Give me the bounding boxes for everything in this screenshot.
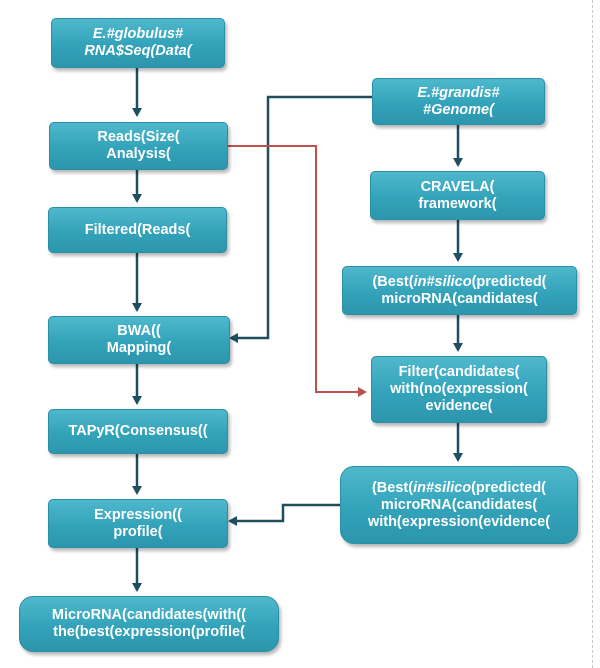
- best-expr-line3: with(expression(evidence(: [367, 513, 551, 530]
- expression-line2: profile(: [113, 523, 163, 540]
- rnaseq-line1: E.#globulus#: [92, 26, 184, 42]
- filter-line2: with(no(expression(: [390, 381, 528, 397]
- cravela-line1: CRAVELA(: [420, 178, 495, 195]
- arrow-reads-to-filter: [228, 145, 367, 397]
- filtered-reads-box: Filtered(Reads(: [48, 207, 227, 253]
- final-line1: MicroRNA(candidates(with((: [51, 607, 247, 623]
- best-expr-suffix: (predicted(: [471, 479, 547, 496]
- tapyr-line1: TAPyR(Consensus((: [68, 423, 208, 439]
- arrow-genome-to-bwa: [229, 95, 372, 343]
- bwa-line2: Mapping(: [106, 340, 172, 356]
- bwa-line1: BWA((: [117, 323, 161, 339]
- best-insilico-line2: microRNA(candidates(: [381, 290, 538, 307]
- reads-size-box: Reads(Size( Analysis(: [49, 122, 228, 170]
- best-insilico-box: (Best(in#silico(predicted( microRNA(cand…: [342, 266, 577, 315]
- filter-line1: Filter(candidates(: [398, 364, 520, 380]
- reads-size-line1: Reads(Size(: [97, 129, 180, 145]
- filter-line3: evidence(: [425, 398, 493, 414]
- filtered-reads-line1: Filtered(Reads(: [84, 221, 191, 238]
- best-insilico-line1: (Best(in#silico(predicted(: [372, 274, 546, 291]
- genome-line2: #Genome(: [423, 101, 494, 118]
- expression-profile-box: Expression(( profile(: [48, 499, 228, 548]
- rnaseq-line2: RNA$Seq(Data(: [84, 43, 192, 59]
- bwa-mapping-box: BWA(( Mapping(: [48, 316, 230, 364]
- expression-line1: Expression((: [94, 506, 182, 523]
- rnaseq-data-box: E.#globulus# RNA$Seq(Data(: [51, 18, 225, 68]
- arrow-best-expr-to-expression: [228, 503, 340, 526]
- best-expr-line1: (Best(in#silico(predicted(: [372, 480, 546, 497]
- genome-box: E.#grandis# #Genome(: [372, 78, 545, 125]
- best-insilico-suffix: (predicted(: [471, 273, 547, 290]
- best-insilico-term: in#silico: [413, 273, 472, 290]
- tapyr-consensus-box: TAPyR(Consensus((: [48, 409, 228, 454]
- page-edge-divider: [592, 0, 593, 668]
- final-line2: the(best(expression(profile(: [53, 624, 245, 640]
- best-expr-line2: microRNA(candidates(: [380, 496, 538, 513]
- filter-candidates-box: Filter(candidates( with(no(expression( e…: [371, 356, 547, 423]
- cravela-line2: framework(: [418, 195, 497, 212]
- reads-size-line2: Analysis(: [106, 146, 171, 162]
- best-insilico-prefix: (Best(: [372, 273, 414, 290]
- final-candidates-box: MicroRNA(candidates(with(( the(best(expr…: [19, 596, 279, 652]
- best-expr-prefix: (Best(: [371, 479, 414, 496]
- cravela-box: CRAVELA( framework(: [370, 171, 545, 220]
- genome-line1: E.#grandis#: [417, 84, 500, 101]
- best-expr-term: in#silico: [413, 479, 472, 496]
- best-expression-evidence-box: (Best(in#silico(predicted( microRNA(cand…: [340, 466, 578, 544]
